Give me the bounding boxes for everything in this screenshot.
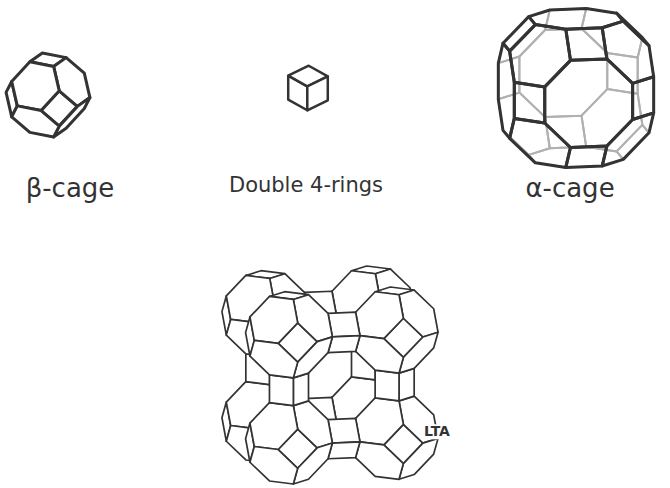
- cage-face: [503, 17, 535, 51]
- cage-face: [250, 403, 298, 450]
- cage-face: [328, 312, 360, 337]
- cage-face: [510, 25, 571, 87]
- lta-unit: [351, 287, 438, 373]
- cage-face: [12, 62, 60, 111]
- cage-name: β-cage: [24, 174, 117, 203]
- hidden-edge: [582, 9, 643, 58]
- cage-face: [12, 106, 60, 137]
- visible-faces: [246, 292, 333, 378]
- cage-face: [399, 332, 438, 373]
- lta-framework-figure: [222, 266, 438, 484]
- cage-face: [250, 447, 298, 484]
- framework-code: LTA: [422, 424, 452, 439]
- alpha-cage-figure: [498, 9, 653, 168]
- cage-face: [293, 337, 332, 378]
- unit-name: Double 4-rings: [227, 174, 385, 197]
- lta-unit: [246, 398, 333, 484]
- visible-faces: [351, 287, 438, 373]
- hidden-edges: [498, 9, 653, 168]
- visible-faces: [288, 66, 328, 111]
- cage-face: [356, 442, 404, 479]
- cage-face: [566, 28, 607, 61]
- cage-face: [566, 146, 607, 167]
- cage-face: [54, 98, 90, 137]
- double-4-ring-figure: [288, 66, 328, 111]
- cage-face: [328, 418, 360, 443]
- cage-face: [307, 76, 327, 110]
- cage-face: [602, 113, 653, 166]
- cage-face: [356, 398, 404, 445]
- cage-face: [356, 292, 404, 339]
- beta-cage-figure: [6, 53, 90, 137]
- cage-face: [510, 118, 571, 167]
- cage-face: [399, 438, 438, 479]
- cage-face: [356, 336, 404, 373]
- cage-name: α-cage: [523, 174, 616, 203]
- lta-unit: [246, 292, 333, 378]
- cage-face: [269, 375, 293, 406]
- cage-face: [54, 58, 90, 107]
- cage-face: [293, 401, 332, 448]
- visible-faces: [6, 53, 90, 137]
- visible-faces: [498, 9, 653, 168]
- cage-face: [602, 21, 653, 83]
- cage-face: [293, 295, 332, 342]
- cage-face: [375, 370, 399, 401]
- cage-face: [399, 290, 438, 337]
- cage-face: [250, 296, 298, 343]
- cage-face: [514, 82, 544, 123]
- cage-face: [293, 443, 332, 484]
- cage-face: [250, 340, 298, 377]
- visible-faces: [246, 398, 333, 484]
